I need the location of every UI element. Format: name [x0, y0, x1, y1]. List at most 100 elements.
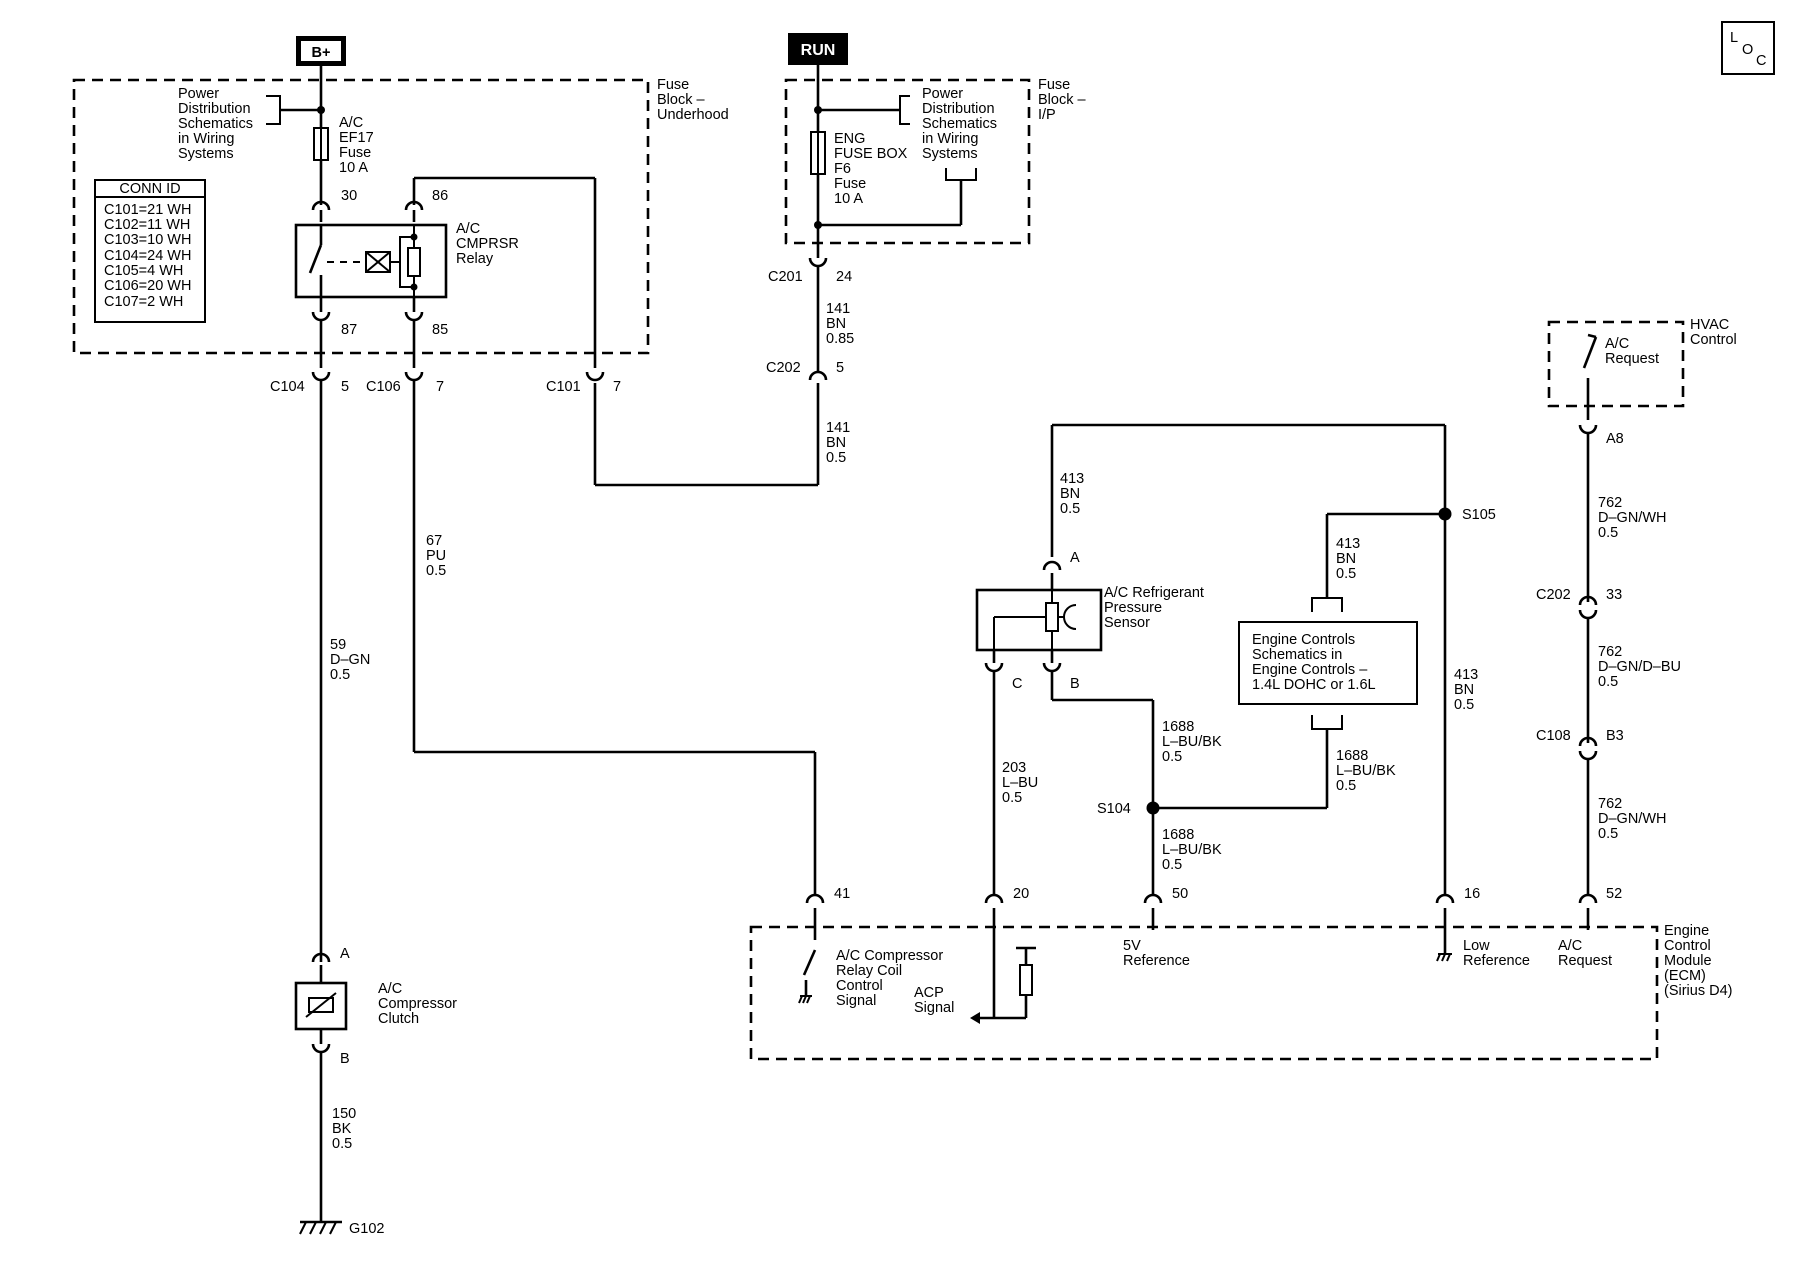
c202b-pin: 33	[1606, 587, 1622, 603]
ecm-title-3: Module	[1664, 953, 1712, 969]
fuse-block-ip-title-3: I/P	[1038, 107, 1056, 123]
sensor-pin-a: A	[1070, 550, 1080, 566]
ecm-low-ref-2: Reference	[1463, 953, 1530, 969]
conn-id-title: CONN ID	[119, 181, 180, 197]
ecm-title-2: Control	[1664, 938, 1711, 954]
fuse-block-underhood-title-2: Block –	[657, 92, 705, 108]
hvac-switch-2: Request	[1605, 351, 1659, 367]
fuse-block-underhood-title-3: Underhood	[657, 107, 729, 123]
c106-name: C106	[366, 379, 401, 395]
wire-141a-3: 0.85	[826, 331, 854, 347]
conn-id-row-2: C102=11 WH	[104, 217, 190, 233]
wire-203-2: L–BU	[1002, 775, 1038, 791]
fuse-f6-5: 10 A	[834, 191, 863, 207]
clutch-pin-b: B	[340, 1051, 350, 1067]
wire-762b-2: D–GN/D–BU	[1598, 659, 1681, 675]
c202a-pin: 5	[836, 360, 844, 376]
loc-logo-c: C	[1756, 53, 1766, 69]
c108-pin: B3	[1606, 728, 1624, 744]
relay-pin-87: 87	[341, 322, 357, 338]
relay-pin-30: 30	[341, 188, 357, 204]
hvac-switch-1: A/C	[1605, 336, 1629, 352]
underhood-power-dist-1: Power	[178, 86, 219, 102]
underhood-power-dist-5: Systems	[178, 146, 234, 162]
clutch-label-2: Compressor	[378, 996, 457, 1012]
ecm-pin-41: 41	[834, 886, 850, 902]
ip-power-dist-3: Schematics	[922, 116, 997, 132]
ip-power-dist-5: Systems	[922, 146, 978, 162]
fuse-f6-3: F6	[834, 161, 851, 177]
conn-id-row-7: C107=2 WH	[104, 294, 183, 310]
fuse-ef17-4: 10 A	[339, 160, 368, 176]
fuse-block-underhood-title-1: Fuse	[657, 77, 689, 93]
c101-pin: 7	[613, 379, 621, 395]
wire-762c-3: 0.5	[1598, 826, 1618, 842]
clutch-label-3: Clutch	[378, 1011, 419, 1027]
fuse-block-ip-title-2: Block –	[1038, 92, 1086, 108]
wire-413a-1: 413	[1060, 471, 1084, 487]
ecm-pin-20: 20	[1013, 886, 1029, 902]
connector-row: C104 5 C106 7 C101 7	[270, 178, 621, 962]
fuse-f6-4: Fuse	[834, 176, 866, 192]
fuse-ef17-1: A/C	[339, 115, 363, 131]
sensor-label-3: Sensor	[1104, 615, 1150, 631]
loc-logo-o: O	[1742, 42, 1753, 58]
c106-pin: 7	[436, 379, 444, 395]
conn-id-row-1: C101=21 WH	[104, 202, 191, 218]
ecm-acp-1: ACP	[914, 985, 944, 1001]
ecm-ac-req-2: Request	[1558, 953, 1612, 969]
wire-762a-1: 762	[1598, 495, 1622, 511]
wire-150-3: 0.5	[332, 1136, 352, 1152]
ecm-acp-2: Signal	[914, 1000, 954, 1016]
clutch-label-1: A/C	[378, 981, 402, 997]
wire-203-1: 203	[1002, 760, 1026, 776]
ip-power-dist-1: Power	[922, 86, 963, 102]
ip-power-dist-4: in Wiring	[922, 131, 978, 147]
wire-141b-1: 141	[826, 420, 850, 436]
hvac-pin-a8: A8	[1606, 431, 1624, 447]
c202b-name: C202	[1536, 587, 1571, 603]
wire-59-2: D–GN	[330, 652, 370, 668]
relay-label-2: CMPRSR	[456, 236, 519, 252]
wire-141a-2: BN	[826, 316, 846, 332]
pressure-sensor-circuit: 413 BN 0.5 S105 413 BN 0.5 413 BN 0.5 En…	[975, 423, 1496, 895]
relay-pin-86: 86	[432, 188, 448, 204]
sensor-pin-c: C	[1012, 676, 1022, 692]
engine-controls-3: Engine Controls –	[1252, 662, 1368, 678]
engine-controls-4: 1.4L DOHC or 1.6L	[1252, 677, 1376, 693]
bplus-label: B+	[312, 45, 331, 61]
wire-141b-2: BN	[826, 435, 846, 451]
engine-controls-1: Engine Controls	[1252, 632, 1355, 648]
wire-67-1: 67	[426, 533, 442, 549]
underhood-power-dist-3: Schematics	[178, 116, 253, 132]
c108-name: C108	[1536, 728, 1571, 744]
hvac-control: HVAC Control A/C Request A8 762 D–GN/WH …	[1536, 317, 1737, 895]
fuse-f6-1: ENG	[834, 131, 865, 147]
wire-762a-3: 0.5	[1598, 525, 1618, 541]
wire-67-3: 0.5	[426, 563, 446, 579]
ground-g102-label: G102	[349, 1221, 384, 1237]
hvac-title-2: Control	[1690, 332, 1737, 348]
conn-id-row-6: C106=20 WH	[104, 278, 191, 294]
c101-name: C101	[546, 379, 581, 395]
fuse-ef17-2: EF17	[339, 130, 374, 146]
wire-762a-2: D–GN/WH	[1598, 510, 1666, 526]
wire-762c-2: D–GN/WH	[1598, 811, 1666, 827]
wire-413c-3: 0.5	[1454, 697, 1474, 713]
ecm-title-4: (ECM)	[1664, 968, 1706, 984]
wire-1688b-2: L–BU/BK	[1336, 763, 1396, 779]
loc-logo: L O C	[1721, 21, 1775, 75]
wire-1688a-3: 0.5	[1162, 749, 1182, 765]
wire-762c-1: 762	[1598, 796, 1622, 812]
ecm-5v-ref-2: Reference	[1123, 953, 1190, 969]
fuse-block-ip-title-1: Fuse	[1038, 77, 1070, 93]
ecm-relay-coil-3: Control	[836, 978, 883, 994]
wire-762b-1: 762	[1598, 644, 1622, 660]
wire-1688c-1: 1688	[1162, 827, 1194, 843]
ecm-pin-50: 50	[1172, 886, 1188, 902]
splice-s104: S104	[1097, 801, 1131, 817]
wire-413b-3: 0.5	[1336, 566, 1356, 582]
wire-1688b-1: 1688	[1336, 748, 1368, 764]
wire-59-1: 59	[330, 637, 346, 653]
